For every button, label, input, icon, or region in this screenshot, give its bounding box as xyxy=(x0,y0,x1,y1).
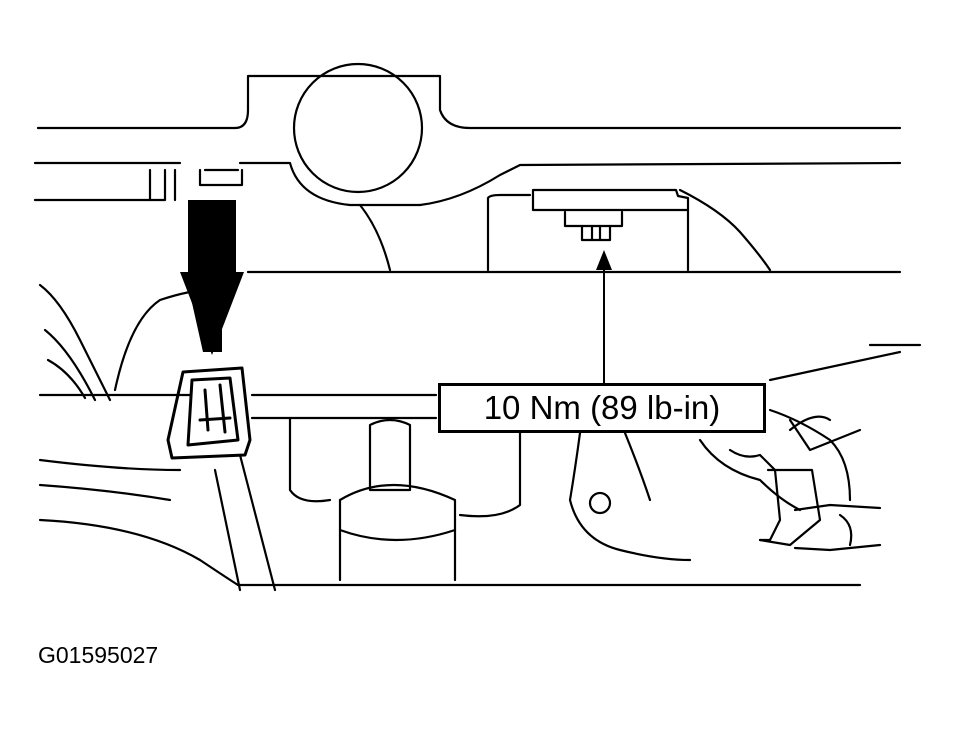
boss-circle xyxy=(292,62,424,194)
upper-housing xyxy=(33,62,902,207)
clip-location-arrow xyxy=(180,200,244,355)
fuel-rail xyxy=(38,203,902,420)
hose-clip xyxy=(166,366,252,460)
flange-hole xyxy=(588,491,612,515)
left-hose xyxy=(38,283,277,592)
torque-callout-box: 10 Nm (89 lb-in) xyxy=(438,383,766,433)
upper-left-bolt xyxy=(198,168,244,187)
figure-code: G01595027 xyxy=(38,642,159,668)
bracket-nut xyxy=(580,224,612,242)
lower-flange xyxy=(568,431,692,562)
center-post xyxy=(288,416,522,582)
torque-leader-arrow xyxy=(596,250,612,383)
right-hose-fitting xyxy=(698,343,922,552)
right-bracket xyxy=(486,188,772,272)
torque-callout-text: 10 Nm (89 lb-in) xyxy=(483,389,721,426)
